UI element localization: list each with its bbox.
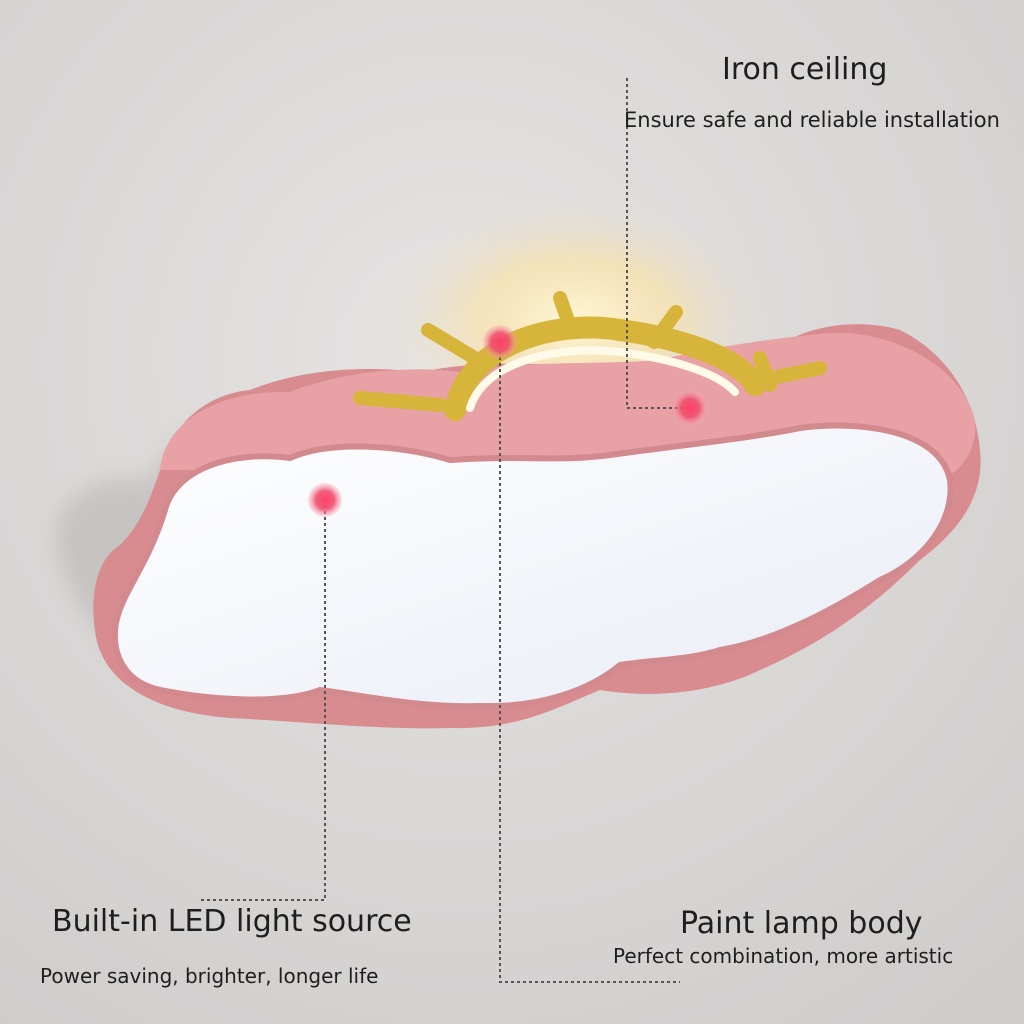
sun-rays bbox=[353, 291, 827, 412]
iron-ceiling-subtitle: Ensure safe and reliable installation bbox=[624, 108, 1000, 132]
led-source-subtitle: Power saving, brighter, longer life bbox=[40, 964, 379, 988]
sun-inner-light bbox=[466, 346, 739, 412]
marker-paint-body bbox=[483, 325, 517, 359]
marker-iron-ceiling bbox=[673, 391, 707, 425]
paint-body-title: Paint lamp body bbox=[680, 906, 923, 941]
paint-body-subtitle: Perfect combination, more artistic bbox=[613, 944, 954, 968]
led-source-title: Built-in LED light source bbox=[52, 904, 412, 939]
paint-body-leader bbox=[499, 345, 680, 983]
iron-ceiling-title: Iron ceiling bbox=[722, 52, 888, 87]
marker-led-source bbox=[308, 483, 342, 517]
iron-ceiling-leader bbox=[626, 78, 690, 409]
leader-lines bbox=[200, 78, 690, 983]
